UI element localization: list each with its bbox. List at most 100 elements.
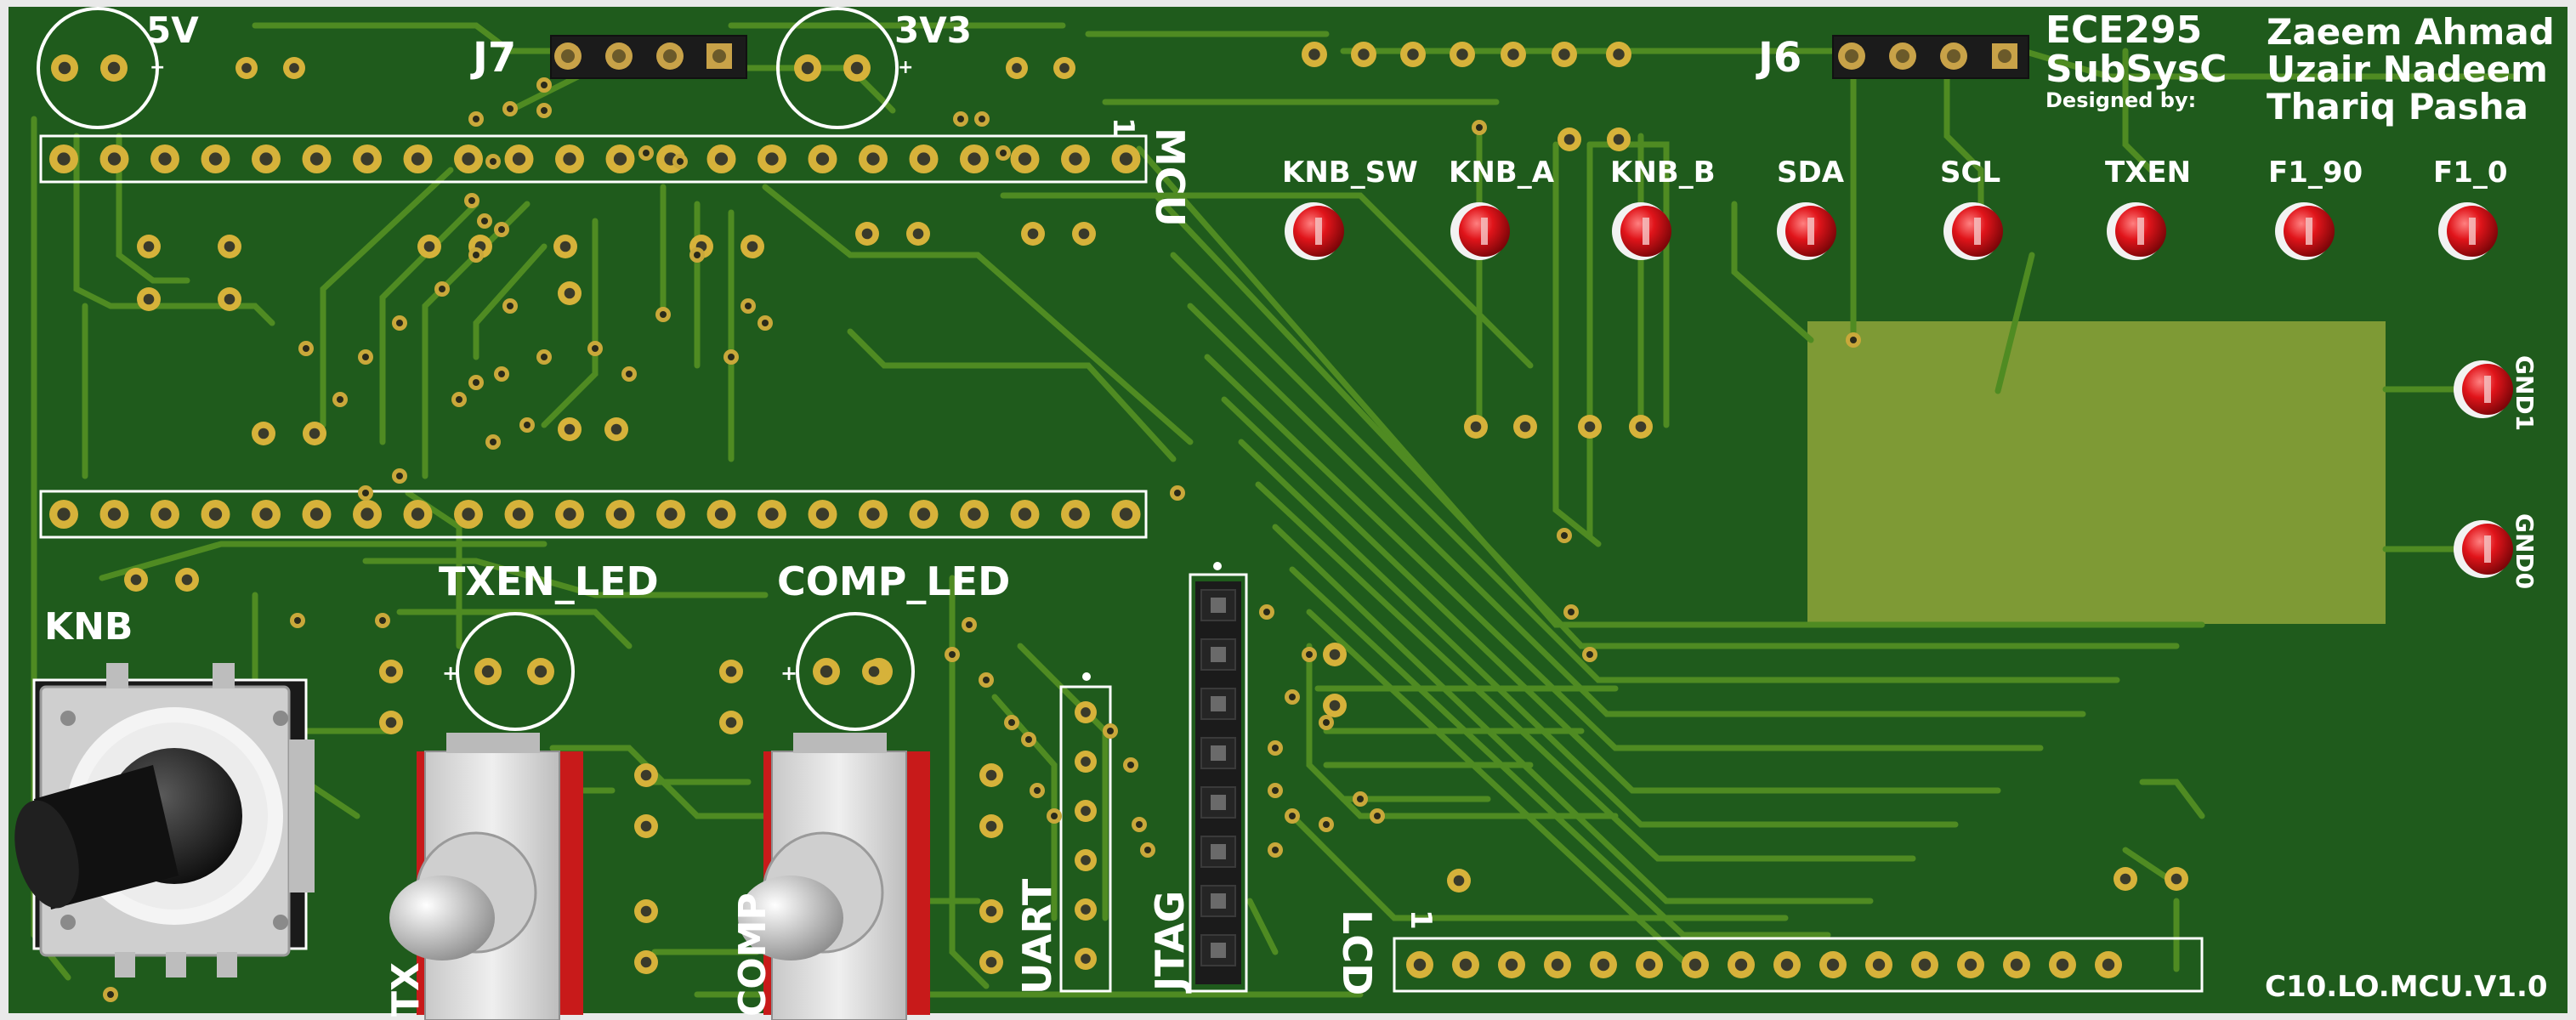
author-3: Thariq Pasha xyxy=(2267,86,2528,128)
via-pad-icon xyxy=(862,660,886,683)
tp-label-f1-90: F1_90 xyxy=(2268,156,2363,190)
via-icon xyxy=(536,103,552,118)
via-icon xyxy=(979,672,994,688)
via-pad-icon xyxy=(175,568,199,592)
tp-label-txen: TXEN xyxy=(2105,156,2191,190)
header-pin-pad xyxy=(1450,42,1475,67)
lcd-pin-pad xyxy=(1728,951,1755,978)
copper-pour xyxy=(1807,321,2386,624)
via-icon xyxy=(1259,604,1274,620)
mcu-bottom-pin-pad xyxy=(1061,500,1090,529)
rotary-encoder-icon[interactable] xyxy=(3,663,315,978)
via-icon xyxy=(502,101,518,116)
via-icon xyxy=(1353,791,1368,807)
via-icon xyxy=(740,298,756,314)
jumper-3v3-outline xyxy=(776,7,899,129)
via-icon xyxy=(1582,647,1597,662)
via-icon xyxy=(1370,808,1385,824)
lcd-pin-pad xyxy=(1682,951,1709,978)
testpoint-icon-f1-90[interactable] xyxy=(2275,202,2335,260)
via-icon xyxy=(1302,647,1317,662)
mcu-top-pin-pad xyxy=(706,144,736,173)
mcu-top-pin-pad xyxy=(909,144,939,173)
jtag-pin xyxy=(1200,737,1236,769)
testpoint-icon-scl[interactable] xyxy=(1943,202,2003,260)
mcu-top-pin-pad xyxy=(99,144,129,173)
via-icon xyxy=(672,154,688,169)
uart-pin-pad xyxy=(1075,751,1097,773)
testpoint-icon-gnd0[interactable] xyxy=(2454,520,2513,578)
mcu-bottom-pin-pad xyxy=(302,500,332,529)
revision-label: C10.LO.MCU.V1.0 xyxy=(2265,970,2548,1004)
via-pad-icon xyxy=(1607,128,1631,151)
mcu-pin1-marker: 1 xyxy=(1106,117,1140,138)
mcu-top-pin-pad xyxy=(504,144,534,173)
via-icon xyxy=(1268,842,1283,858)
via-icon xyxy=(332,392,348,407)
mcu-bottom-pin-pad xyxy=(403,500,433,529)
mcu-bottom-pin-pad xyxy=(909,500,939,529)
label-j6: J6 xyxy=(1756,34,1801,82)
via-pad-icon xyxy=(2114,867,2137,891)
tp-label-sda: SDA xyxy=(1777,156,1845,190)
mcu-bottom-pin-pad xyxy=(49,500,78,529)
mcu-bottom-pin-pad xyxy=(808,500,837,529)
via-pad-icon xyxy=(634,950,658,974)
via-icon xyxy=(962,617,977,632)
testpoint-icon-gnd1[interactable] xyxy=(2454,360,2513,418)
via-pad-icon xyxy=(1464,415,1488,439)
label-j7: J7 xyxy=(470,34,516,82)
led-pad xyxy=(527,658,554,685)
testpoint-icon-knb-sw[interactable] xyxy=(1285,202,1344,260)
via-icon xyxy=(1268,783,1283,798)
connector-pins xyxy=(554,42,2017,70)
via-pad-icon xyxy=(218,235,241,258)
j6-pin-square xyxy=(1992,43,2017,69)
j6-pin xyxy=(1889,42,1916,70)
via-icon xyxy=(1030,783,1045,798)
pads xyxy=(49,42,2188,1002)
testpoint-icon-txen[interactable] xyxy=(2107,202,2166,260)
via-icon xyxy=(1123,757,1138,773)
testpoint-icon-knb-b[interactable] xyxy=(1612,202,1671,260)
gnd1-label: GND1 xyxy=(2511,355,2539,431)
mcu-top-pin-pad xyxy=(757,144,786,173)
plus-3v3: + xyxy=(898,57,913,78)
via-pad-icon xyxy=(719,660,743,683)
via-icon xyxy=(494,222,509,237)
mcu-bottom-pin-pad xyxy=(960,500,989,529)
comp-led-outline xyxy=(796,612,915,731)
testpoint-icon-knb-a[interactable] xyxy=(1450,202,1510,260)
tp-label-scl: SCL xyxy=(1940,156,2000,190)
testpoint-icon-sda[interactable] xyxy=(1777,202,1836,260)
via-pad-icon xyxy=(979,763,1003,787)
testpoint-icon-f1-0[interactable] xyxy=(2438,202,2498,260)
label-lcd: LCD xyxy=(1334,910,1380,995)
via-pad-icon xyxy=(855,222,879,246)
via-icon xyxy=(621,366,637,382)
lcd-header-outline xyxy=(1393,937,2204,993)
mcu-top-pin-pad xyxy=(1111,144,1141,173)
mcu-bottom-pin-pad xyxy=(605,500,635,529)
via-pad-icon xyxy=(417,235,441,258)
via-pad-icon xyxy=(379,660,403,683)
lcd-pin-pad xyxy=(2003,951,2030,978)
comp-toggle-switch-icon[interactable] xyxy=(738,733,930,1020)
lcd-pin-pad xyxy=(1498,951,1525,978)
lcd-pin-pad xyxy=(1773,951,1801,978)
via-icon xyxy=(723,349,739,365)
j7-pin xyxy=(656,42,684,70)
via-pad-icon xyxy=(1558,128,1581,151)
via-pad-icon xyxy=(1447,869,1471,892)
via-icon xyxy=(298,341,314,356)
led-pad xyxy=(474,658,502,685)
lcd-pin-pad xyxy=(1865,951,1892,978)
via-pad-icon xyxy=(1053,57,1075,79)
via-pad-icon xyxy=(906,222,930,246)
header-pin-pad xyxy=(1606,42,1631,67)
via-icon xyxy=(996,145,1011,161)
txen-toggle-switch-icon[interactable] xyxy=(389,733,583,1020)
jtag-header[interactable] xyxy=(1189,573,1248,993)
via-icon xyxy=(375,613,390,628)
via-icon xyxy=(536,349,552,365)
